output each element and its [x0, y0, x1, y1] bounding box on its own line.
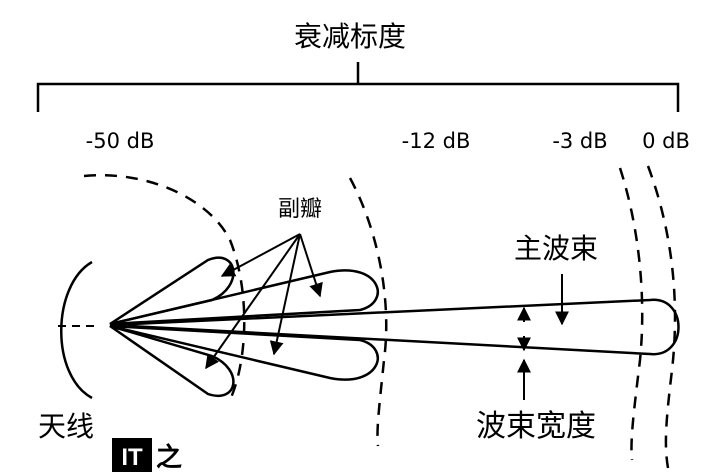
contour-0 — [646, 165, 677, 469]
pointer-lower-outer — [205, 233, 301, 370]
side-lobe-lower-inner — [109, 324, 379, 381]
db-label-minus50: -50 dB — [86, 129, 155, 153]
contour-minus12 — [348, 177, 388, 447]
side-lobe-upper-inner — [109, 269, 379, 326]
beam-width-label: 波束宽度 — [476, 409, 596, 444]
scale-title: 衰减标度 — [294, 20, 406, 53]
watermark-glyph: 之 — [156, 442, 182, 473]
pointer-upper-outer — [220, 233, 301, 277]
watermark-badge — [112, 438, 152, 472]
side-lobes-label: 副瓣 — [278, 197, 322, 222]
side-lobe-pointers — [205, 233, 323, 370]
side-lobe-upper-outer — [109, 256, 235, 326]
antenna-label: 天线 — [38, 410, 94, 443]
contour-minus50 — [83, 174, 246, 401]
main-lobe-label: 主波束 — [514, 232, 598, 265]
scale-bracket — [36, 82, 680, 112]
db-label-0: 0 dB — [642, 129, 690, 153]
attenuation-contours — [83, 165, 677, 469]
contour-minus3 — [618, 167, 644, 461]
pointer-lower-inner — [269, 233, 301, 356]
watermark-badge-text: IT — [121, 444, 143, 471]
antenna-dish — [60, 260, 93, 400]
db-label-minus3: -3 dB — [552, 129, 607, 153]
side-lobe-lower-outer — [109, 324, 235, 397]
main-lobe — [109, 298, 680, 356]
watermark-logo: IT 之 — [112, 438, 182, 473]
db-label-minus12: -12 dB — [402, 129, 471, 153]
pointer-upper-inner — [299, 233, 323, 298]
